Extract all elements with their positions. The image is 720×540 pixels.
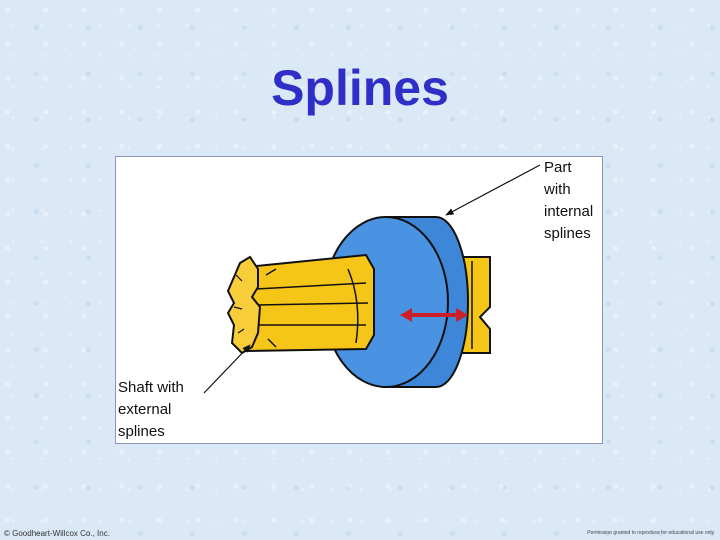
internal-label-line-3: splines <box>544 225 591 242</box>
external-label-line-1: Shaft with <box>118 379 184 396</box>
internal-leader-arrow <box>445 164 541 216</box>
fit-direction-arrow <box>400 308 468 322</box>
internal-label-line-2: internal <box>544 203 594 220</box>
slide-title: Splines <box>271 60 449 116</box>
copyright-footer: © Goodheart-Willcox Co., Inc. <box>4 529 110 538</box>
external-spline-shaft <box>226 253 375 355</box>
external-label-line-2: external <box>118 401 172 418</box>
internal-label-line-1: Part with <box>544 159 572 198</box>
spline-diagram: Part with internal splines Shaft with ex… <box>115 156 603 444</box>
shaft-right-end <box>461 256 491 354</box>
external-label-line-3: splines <box>118 423 165 440</box>
external-splines-label: Shaft with external splines <box>118 377 184 443</box>
permission-footer: Permission granted to reproduce for educ… <box>587 530 714 536</box>
spline-illustration <box>203 164 541 394</box>
external-leader-arrow <box>203 344 251 394</box>
internal-splines-label: Part with internal splines <box>544 157 602 245</box>
